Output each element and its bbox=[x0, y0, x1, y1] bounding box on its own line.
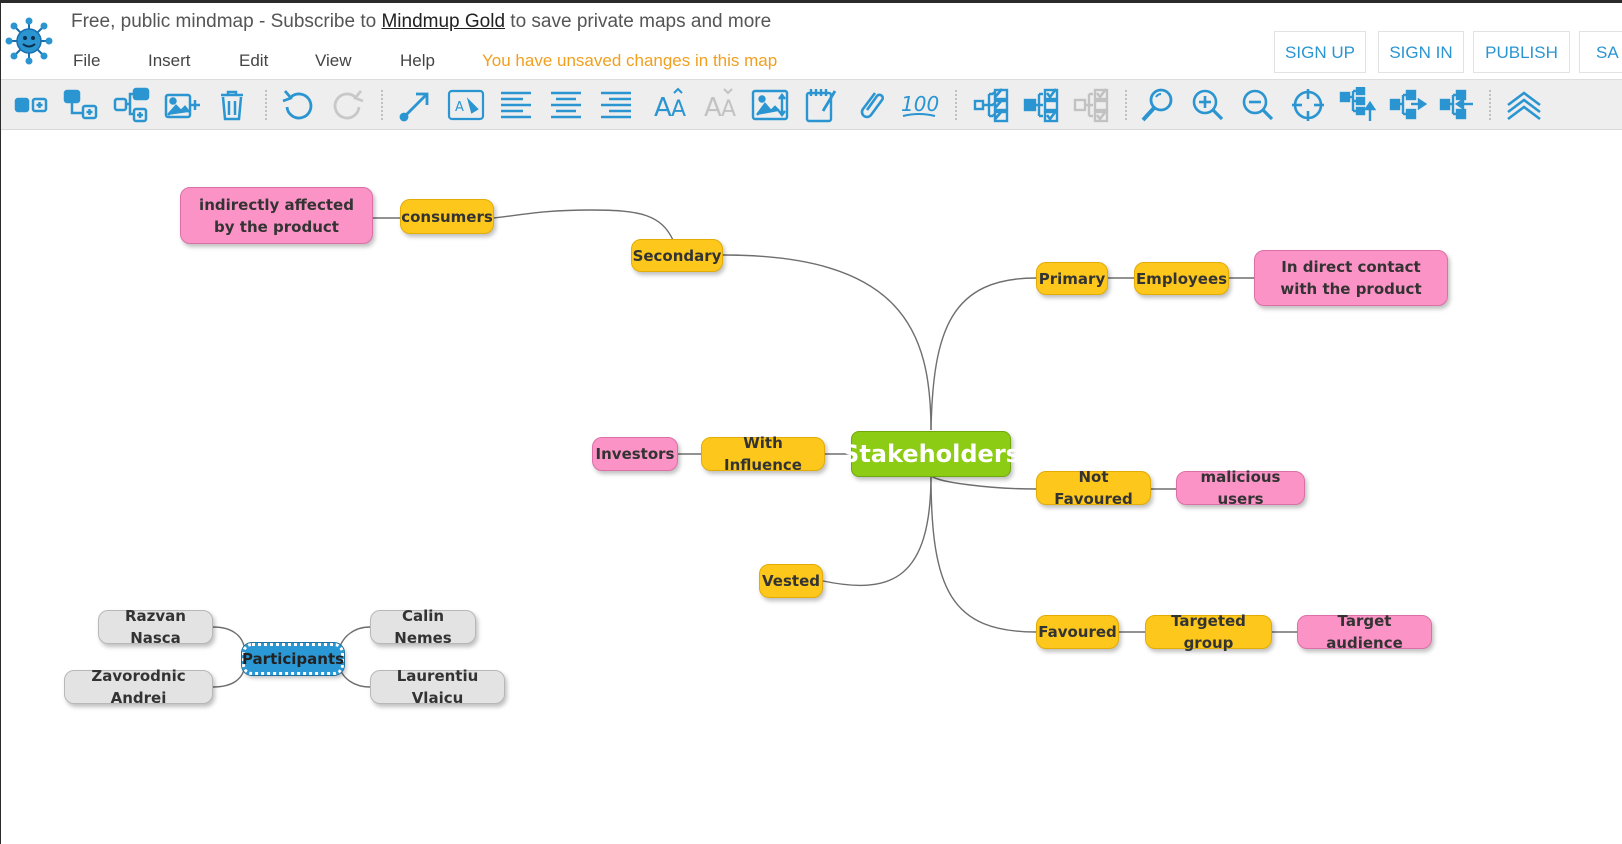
node-investors[interactable]: Investors bbox=[592, 437, 678, 471]
link-root-vested bbox=[822, 474, 932, 587]
add-group-icon[interactable] bbox=[113, 87, 151, 123]
search-icon[interactable] bbox=[1139, 87, 1177, 123]
svg-text:100: 100 bbox=[901, 92, 939, 116]
node-target-audience[interactable]: Target audience bbox=[1297, 612, 1432, 652]
menu-file[interactable]: File bbox=[73, 51, 101, 70]
collapse-toolbar-icon[interactable] bbox=[1505, 87, 1543, 123]
layout-right-left-icon[interactable] bbox=[1439, 87, 1477, 123]
note-icon[interactable] bbox=[801, 87, 839, 123]
image-position-icon[interactable] bbox=[751, 87, 789, 123]
toolbar-separator bbox=[1489, 90, 1491, 120]
node-laurentiu-vlaicu[interactable]: Laurentiu Vlaicu bbox=[370, 667, 505, 707]
insert-image-icon[interactable] bbox=[163, 87, 201, 123]
node-primary[interactable]: Primary bbox=[1036, 262, 1108, 295]
menu-edit[interactable]: Edit bbox=[239, 51, 269, 70]
connection-lines bbox=[212, 209, 1297, 688]
mindmup-window: Free, public mindmap - Subscribe to Mind… bbox=[1, 3, 1622, 844]
save-button[interactable]: SA bbox=[1579, 31, 1622, 73]
subscription-banner: Free, public mindmap - Subscribe to Mind… bbox=[71, 11, 771, 33]
connector-icon[interactable] bbox=[396, 87, 434, 123]
link-secondary-consumers bbox=[493, 209, 674, 241]
node-consumers[interactable]: consumers bbox=[400, 199, 494, 234]
publish-button[interactable]: PUBLISH bbox=[1473, 31, 1570, 73]
node-favoured[interactable]: Favoured bbox=[1036, 615, 1119, 649]
progress-clear-icon[interactable] bbox=[1073, 87, 1111, 123]
center-icon[interactable] bbox=[1289, 87, 1327, 123]
node-style-icon[interactable]: A bbox=[447, 87, 485, 123]
node-secondary[interactable]: Secondary bbox=[631, 239, 723, 272]
link-participants-zavorodnic bbox=[212, 661, 246, 688]
menu-view[interactable]: View bbox=[315, 51, 352, 70]
undo-icon[interactable] bbox=[279, 87, 317, 123]
layout-top-down-icon[interactable] bbox=[1339, 87, 1377, 123]
progress-icon[interactable] bbox=[973, 87, 1011, 123]
node-razvan-nasca[interactable]: Razvan Nasca bbox=[98, 607, 213, 647]
mindmup-logo-icon[interactable] bbox=[5, 17, 53, 65]
align-left-icon[interactable] bbox=[497, 87, 535, 123]
mindmup-gold-link[interactable]: Mindmup Gold bbox=[381, 11, 506, 32]
svg-text:A: A bbox=[654, 93, 672, 123]
svg-text:A: A bbox=[721, 97, 736, 122]
add-child-icon[interactable] bbox=[13, 87, 51, 123]
link-root-favoured bbox=[930, 474, 1037, 633]
node-vested[interactable]: Vested bbox=[759, 564, 823, 598]
menu-insert[interactable]: Insert bbox=[148, 51, 191, 70]
svg-text:A: A bbox=[455, 100, 464, 115]
node-targeted-group[interactable]: Targeted group bbox=[1145, 612, 1272, 652]
toolbar-separator bbox=[381, 90, 383, 120]
add-sibling-icon[interactable] bbox=[63, 87, 101, 123]
unsaved-changes-notice: You have unsaved changes in this map bbox=[482, 51, 778, 70]
progress-add-icon[interactable] bbox=[1023, 87, 1061, 123]
link-root-notfavoured bbox=[930, 474, 1037, 490]
node-zavorodnic-andrei[interactable]: Zavorodnic Andrei bbox=[64, 667, 213, 707]
link-icon[interactable] bbox=[851, 87, 889, 123]
banner-suffix: to save private maps and more bbox=[505, 11, 772, 32]
measure-icon[interactable]: 100 bbox=[901, 87, 939, 123]
node-employees[interactable]: Employees bbox=[1134, 262, 1229, 295]
layout-left-right-icon[interactable] bbox=[1389, 87, 1427, 123]
sign-up-button[interactable]: SIGN UP bbox=[1274, 31, 1366, 73]
align-center-icon[interactable] bbox=[547, 87, 585, 123]
zoom-in-icon[interactable] bbox=[1189, 87, 1227, 123]
node-with-influence[interactable]: With Influence bbox=[701, 434, 825, 474]
mindmap-canvas[interactable]: Stakeholders Secondary consumers indirec… bbox=[1, 130, 1622, 844]
app-header: Free, public mindmap - Subscribe to Mind… bbox=[1, 3, 1622, 79]
link-participants-razvan bbox=[212, 626, 246, 655]
menu-help[interactable]: Help bbox=[400, 51, 435, 70]
node-stakeholders[interactable]: Stakeholders bbox=[842, 431, 1020, 477]
sign-in-button[interactable]: SIGN IN bbox=[1378, 31, 1464, 73]
redo-icon[interactable] bbox=[329, 87, 367, 123]
node-calin-nemes[interactable]: Calin Nemes bbox=[370, 607, 476, 647]
delete-icon[interactable] bbox=[213, 87, 251, 123]
node-participants-selected[interactable]: Participants bbox=[241, 642, 345, 676]
svg-text:A: A bbox=[704, 93, 722, 123]
link-root-secondary bbox=[722, 254, 932, 431]
svg-text:A: A bbox=[671, 97, 686, 122]
align-right-icon[interactable] bbox=[597, 87, 635, 123]
node-not-favoured[interactable]: Not Favoured bbox=[1036, 468, 1151, 508]
node-indirectly-affected[interactable]: indirectly affected by the product bbox=[180, 187, 373, 244]
toolbar-separator bbox=[1125, 90, 1127, 120]
toolbar-separator bbox=[955, 90, 957, 120]
link-root-primary bbox=[930, 277, 1037, 431]
zoom-out-icon[interactable] bbox=[1239, 87, 1277, 123]
banner-prefix: Free, public mindmap - Subscribe to bbox=[71, 11, 382, 32]
node-malicious-users[interactable]: malicious users bbox=[1176, 468, 1305, 508]
node-direct-contact[interactable]: In direct contact with the product bbox=[1254, 250, 1448, 306]
toolbar-separator bbox=[265, 90, 267, 120]
